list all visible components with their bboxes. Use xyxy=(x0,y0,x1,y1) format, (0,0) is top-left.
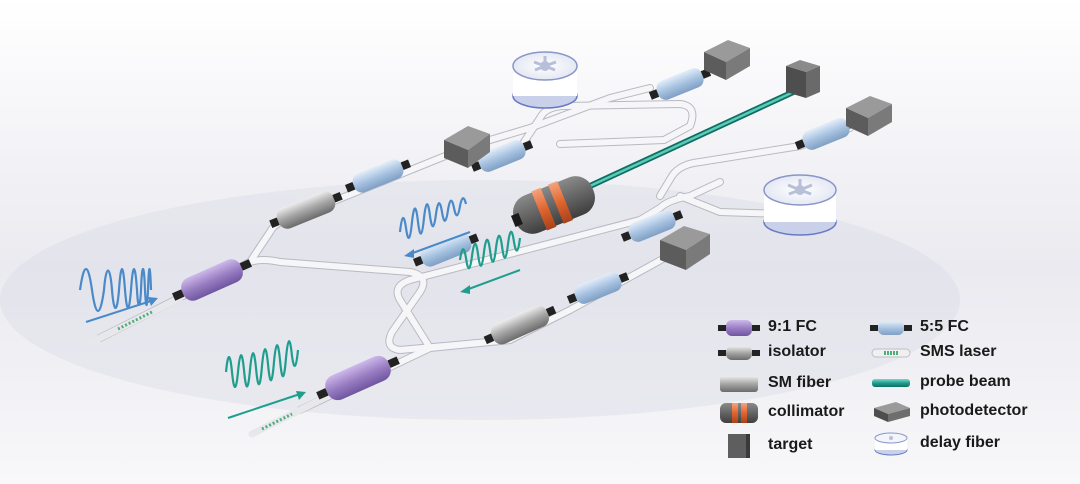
coupler-9-1-upper xyxy=(172,259,252,301)
legend-label-fc91: 9:1 FC xyxy=(768,318,817,335)
target-icon xyxy=(728,434,750,458)
sm-fiber-icon xyxy=(720,376,758,392)
photodetector-icon xyxy=(874,402,910,422)
legend-label-delay: delay fiber xyxy=(920,434,1001,451)
wave-teal-input xyxy=(224,340,300,389)
legend-label-isolator: isolator xyxy=(768,343,826,360)
arrow-blue-input-head xyxy=(148,297,158,306)
wave-teal-return xyxy=(458,230,522,270)
fiber-network xyxy=(96,84,854,414)
target xyxy=(786,60,820,98)
photodetector-2 xyxy=(704,40,750,80)
collimator-icon xyxy=(720,403,758,423)
legend-label-pd: photodetector xyxy=(920,402,1028,419)
delay-fiber-icon xyxy=(874,432,908,456)
coupler-5-5-1 xyxy=(344,159,412,193)
arrow-blue-input xyxy=(85,299,155,323)
legend-label-probe: probe beam xyxy=(920,373,1011,390)
legend-label-smfiber: SM fiber xyxy=(768,374,832,391)
coupler-5-5-6 xyxy=(566,272,630,304)
coupler-9-1-icon xyxy=(718,320,760,336)
sms-laser-icon xyxy=(871,348,911,358)
arrow-teal-return-head xyxy=(460,285,470,294)
legend-label-collimator: collimator xyxy=(768,403,845,420)
wave-blue-return xyxy=(398,197,468,239)
coupler-9-1-lower xyxy=(316,355,400,401)
probe-beam-icon xyxy=(872,379,910,387)
arrow-blue-return-head xyxy=(404,249,414,258)
coupler-5-5-icon xyxy=(870,321,912,335)
coupler-5-5-4 xyxy=(412,233,480,267)
arrow-teal-input-head xyxy=(296,391,306,400)
probe-beam-upper-highlight xyxy=(588,86,804,188)
photodetector-4 xyxy=(660,226,710,270)
legend-label-target: target xyxy=(768,436,813,453)
arrow-blue-return xyxy=(409,231,471,255)
legend-label-fc55: 5:5 FC xyxy=(920,318,969,335)
arrow-teal-input xyxy=(227,393,301,419)
coupler-5-5-5 xyxy=(620,210,684,242)
photodetector-1 xyxy=(444,126,490,168)
arrow-teal-return xyxy=(465,269,521,291)
isolator-upper xyxy=(269,191,343,229)
delay-fiber-lower xyxy=(763,174,837,236)
isolator-icon xyxy=(718,346,760,360)
photodetector-3 xyxy=(846,96,892,136)
legend-label-sms: SMS laser xyxy=(920,343,997,360)
delay-fiber-upper xyxy=(512,51,578,109)
collimator xyxy=(510,176,596,234)
sms-laser-upper xyxy=(88,294,184,346)
isolator-lower xyxy=(483,305,557,345)
